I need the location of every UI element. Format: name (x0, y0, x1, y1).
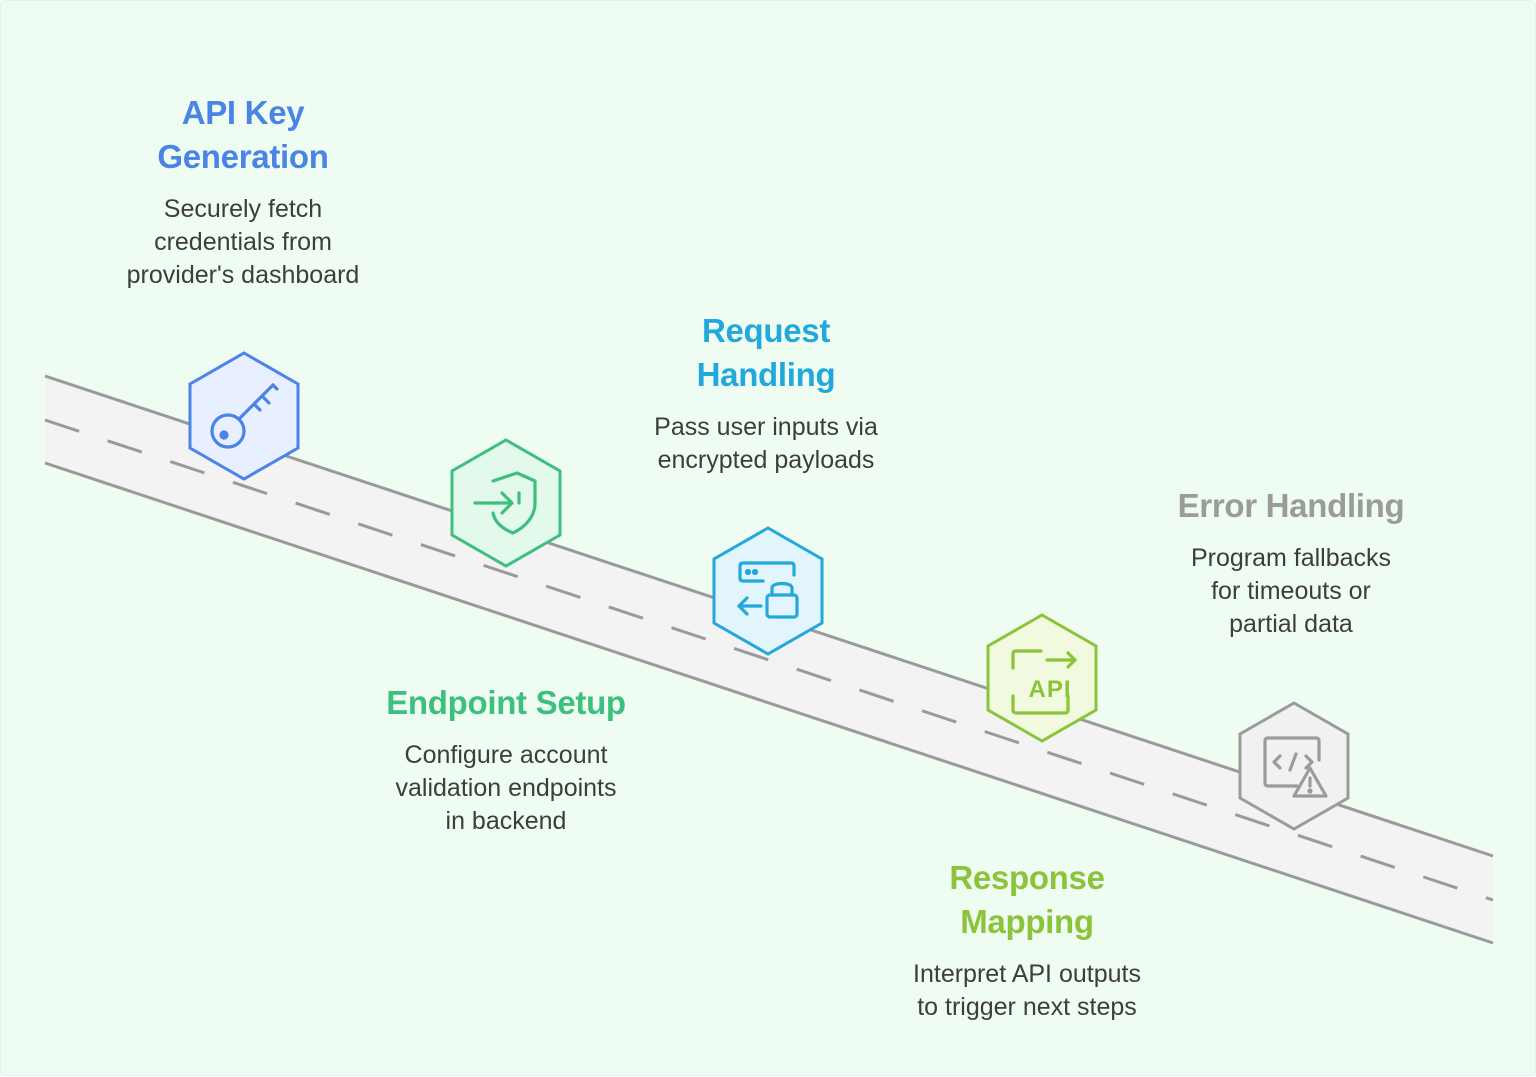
step-endpoint-setup: Endpoint Setup Configure account validat… (356, 681, 656, 838)
step-description: Program fallbacks for timeouts or partia… (1190, 544, 1392, 638)
api-glyph: API (1028, 676, 1071, 703)
server-lock-icon (712, 526, 824, 656)
step-error-handling: Error Handling Program fallbacks for tim… (1141, 484, 1441, 641)
step-title: Response Mapping (949, 859, 1105, 940)
step-api-key-generation: API Key Generation Securely fetch creden… (93, 91, 393, 292)
shield-login-icon (450, 438, 562, 568)
road-surface (45, 376, 1493, 943)
step-description: Securely fetch credentials from provider… (126, 195, 360, 289)
step-request-handling: Request Handling Pass user inputs via en… (611, 309, 921, 477)
step-description: Configure account validation endpoints i… (395, 741, 617, 835)
step-description: Pass user inputs via encrypted payloads (654, 413, 878, 474)
road-center-line (44, 418, 1494, 902)
step-description: Interpret API outputs to trigger next st… (913, 960, 1141, 1021)
code-warning-icon (1238, 701, 1350, 831)
api-export-icon: API (986, 613, 1098, 743)
road-edge-bottom (44, 461, 1494, 945)
step-response-mapping: Response Mapping Interpret API outputs t… (877, 856, 1177, 1024)
key-icon (188, 351, 300, 481)
step-title: API Key Generation (157, 94, 329, 175)
step-title: Endpoint Setup (386, 684, 626, 721)
step-title: Request Handling (696, 312, 836, 393)
step-title: Error Handling (1177, 487, 1405, 524)
